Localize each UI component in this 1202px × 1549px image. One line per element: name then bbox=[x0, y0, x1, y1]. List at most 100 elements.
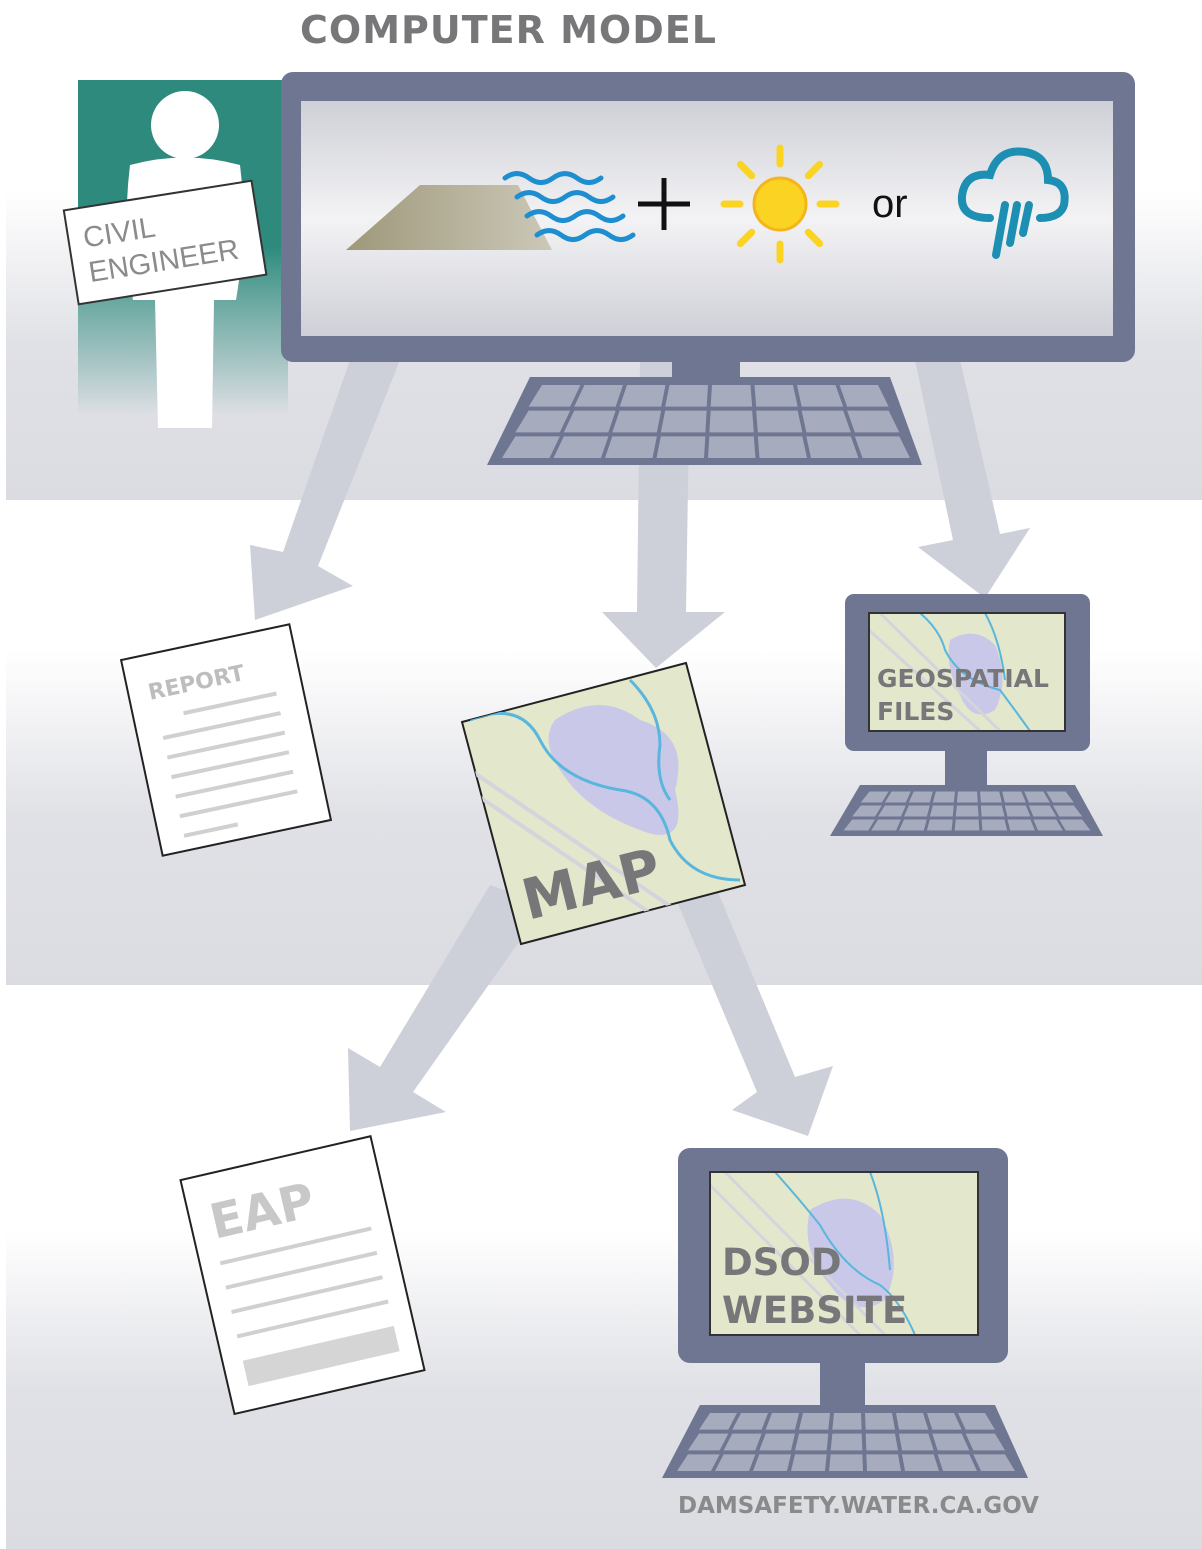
sun-ray bbox=[736, 160, 756, 180]
page-title: COMPUTER MODEL bbox=[300, 8, 717, 52]
keyboard-key bbox=[756, 410, 803, 433]
keyboard-key bbox=[865, 1433, 898, 1451]
keyboard-key bbox=[754, 385, 798, 407]
keyboard-key bbox=[832, 1413, 862, 1430]
keyboard-key bbox=[502, 436, 560, 458]
keyboard-key bbox=[854, 436, 910, 458]
sun-icon bbox=[720, 144, 840, 264]
monitor-keyboard-keys bbox=[502, 385, 910, 458]
keyboard-key bbox=[965, 1433, 1005, 1451]
report-document: REPORT bbox=[119, 623, 333, 857]
keyboard-key bbox=[929, 805, 954, 817]
keyboard-key bbox=[973, 1454, 1015, 1471]
keyboard-key bbox=[715, 1454, 756, 1471]
keyboard-key bbox=[791, 1454, 827, 1471]
keyboard-key bbox=[926, 819, 953, 831]
keyboard-key bbox=[1002, 791, 1026, 803]
civil-engineer-sign: CIVIL ENGINEER bbox=[62, 179, 268, 306]
keyboard-key bbox=[884, 791, 911, 803]
plus-icon bbox=[638, 178, 690, 230]
geospatial-files-monitor: GEOSPATIAL FILES bbox=[830, 594, 1103, 836]
keyboard-key bbox=[605, 436, 657, 458]
keyboard-key bbox=[954, 819, 980, 831]
keyboard-key bbox=[806, 436, 859, 458]
keyboard-key bbox=[710, 385, 753, 407]
keyboard-key bbox=[656, 436, 706, 458]
keyboard-key bbox=[1033, 819, 1063, 831]
geospatial-keyboard-keys bbox=[843, 791, 1091, 831]
keyboard-key bbox=[765, 1413, 799, 1430]
footer-url: DAMSAFETY.WATER.CA.GOV bbox=[678, 1493, 1039, 1519]
or-label: or bbox=[872, 182, 908, 226]
keyboard-key bbox=[677, 1454, 720, 1471]
keyboard-key bbox=[839, 385, 889, 407]
flow-arrows bbox=[250, 360, 1030, 1136]
keyboard-key bbox=[574, 385, 623, 407]
keyboard-key bbox=[619, 385, 666, 407]
water-waves-icon bbox=[502, 171, 636, 242]
keyboard-key bbox=[955, 805, 979, 817]
keyboard-key bbox=[665, 385, 708, 407]
arrow-to-eap bbox=[348, 885, 545, 1131]
keyboard-key bbox=[732, 1413, 768, 1430]
geospatial-label-line1: GEOSPATIAL bbox=[877, 664, 1049, 693]
website-label-line2: WEBSITE bbox=[722, 1289, 907, 1332]
keyboard-key bbox=[899, 819, 927, 831]
arrow-to-map bbox=[602, 360, 725, 668]
keyboard-key bbox=[759, 1433, 795, 1451]
keyboard-key bbox=[1004, 805, 1031, 817]
keyboard-key bbox=[843, 819, 876, 831]
keyboard-key bbox=[937, 1454, 977, 1471]
keyboard-key bbox=[980, 791, 1002, 803]
keyboard-key bbox=[757, 436, 807, 458]
keyboard-key bbox=[865, 1413, 895, 1430]
keyboard-key bbox=[801, 410, 851, 433]
keyboard-key bbox=[1052, 805, 1083, 817]
geospatial-label-line2: FILES bbox=[877, 697, 954, 726]
sun-ray bbox=[736, 228, 756, 248]
sun-ray bbox=[804, 160, 824, 180]
keyboard-key bbox=[899, 1433, 934, 1451]
keyboard-key bbox=[932, 791, 955, 803]
arrow-to-geospatial bbox=[915, 360, 1030, 598]
keyboard-key bbox=[563, 410, 616, 433]
keyboard-key bbox=[553, 436, 609, 458]
keyboard-key bbox=[1007, 819, 1035, 831]
keyboard-key bbox=[847, 410, 900, 433]
keyboard-key bbox=[528, 385, 581, 407]
keyboard-key bbox=[852, 805, 882, 817]
keyboard-key bbox=[660, 410, 707, 433]
keyboard-key bbox=[708, 436, 756, 458]
arrow-to-report bbox=[250, 360, 400, 620]
keyboard-key bbox=[688, 1433, 729, 1451]
keyboard-key bbox=[612, 410, 662, 433]
rain-cloud-icon bbox=[957, 147, 1069, 259]
keyboard-key bbox=[515, 410, 571, 433]
keyboard-key bbox=[723, 1433, 762, 1451]
keyboard-key bbox=[1046, 791, 1074, 803]
dam-icon bbox=[346, 185, 552, 250]
website-label-line1: DSOD bbox=[722, 1241, 842, 1284]
keyboard-key bbox=[1024, 791, 1050, 803]
website-keyboard-keys bbox=[677, 1413, 1015, 1471]
keyboard-key bbox=[795, 1433, 829, 1451]
keyboard-key bbox=[866, 1454, 901, 1471]
dsod-website-monitor: DSOD WEBSITE bbox=[662, 1148, 1028, 1478]
keyboard-key bbox=[871, 819, 901, 831]
eap-document: EAP bbox=[179, 1135, 426, 1416]
keyboard-key bbox=[1028, 805, 1057, 817]
keyboard-key bbox=[980, 805, 1005, 817]
keyboard-key bbox=[799, 1413, 830, 1430]
keyboard-key bbox=[956, 791, 978, 803]
keyboard-key bbox=[896, 1413, 929, 1430]
arrow-to-website bbox=[670, 885, 833, 1136]
keyboard-key bbox=[981, 819, 1008, 831]
keyboard-key bbox=[932, 1433, 970, 1451]
sun-ray bbox=[804, 228, 824, 248]
keyboard-key bbox=[699, 1413, 737, 1430]
keyboard-key bbox=[1059, 819, 1091, 831]
keyboard-key bbox=[753, 1454, 791, 1471]
keyboard-key bbox=[797, 385, 844, 407]
